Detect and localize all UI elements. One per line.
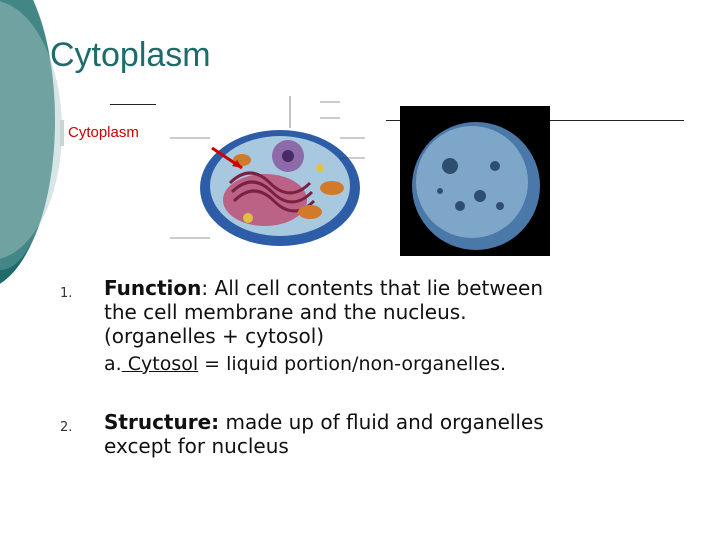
- item-lead: Structure:: [104, 410, 220, 434]
- item-lead: Function: [104, 276, 202, 300]
- item-colon: :: [201, 276, 209, 300]
- bullet-list: 1. Function: All cell contents that lie …: [60, 276, 700, 492]
- slide-title: Cytoplasm: [50, 36, 211, 74]
- item-text: except for nucleus: [104, 434, 289, 458]
- divider-line: [110, 104, 156, 105]
- item-text: (organelles + cytosol): [104, 324, 325, 348]
- figure-label: Cytoplasm: [68, 124, 139, 141]
- cell-micrograph: [400, 106, 550, 256]
- figure-label-box: [60, 120, 158, 146]
- sub-prefix: a.: [104, 353, 122, 375]
- decorative-arc: [0, 0, 62, 284]
- item-number: 2.: [60, 420, 73, 435]
- item-text: All cell contents that lie between: [208, 276, 544, 300]
- sub-text: = liquid portion/non-organelles.: [198, 353, 507, 375]
- animal-cell-diagram: [170, 88, 370, 258]
- item-number: 1.: [60, 286, 73, 301]
- item-text: made up of fluid and organelles: [219, 410, 544, 434]
- list-item-structure: 2. Structure: made up of fluid and organ…: [60, 410, 700, 458]
- item-text: the cell membrane and the nucleus.: [104, 300, 467, 324]
- sub-item: a. Cytosol = liquid portion/non-organell…: [104, 352, 700, 376]
- list-item-function: 1. Function: All cell contents that lie …: [60, 276, 700, 376]
- sub-term: Cytosol: [121, 353, 199, 375]
